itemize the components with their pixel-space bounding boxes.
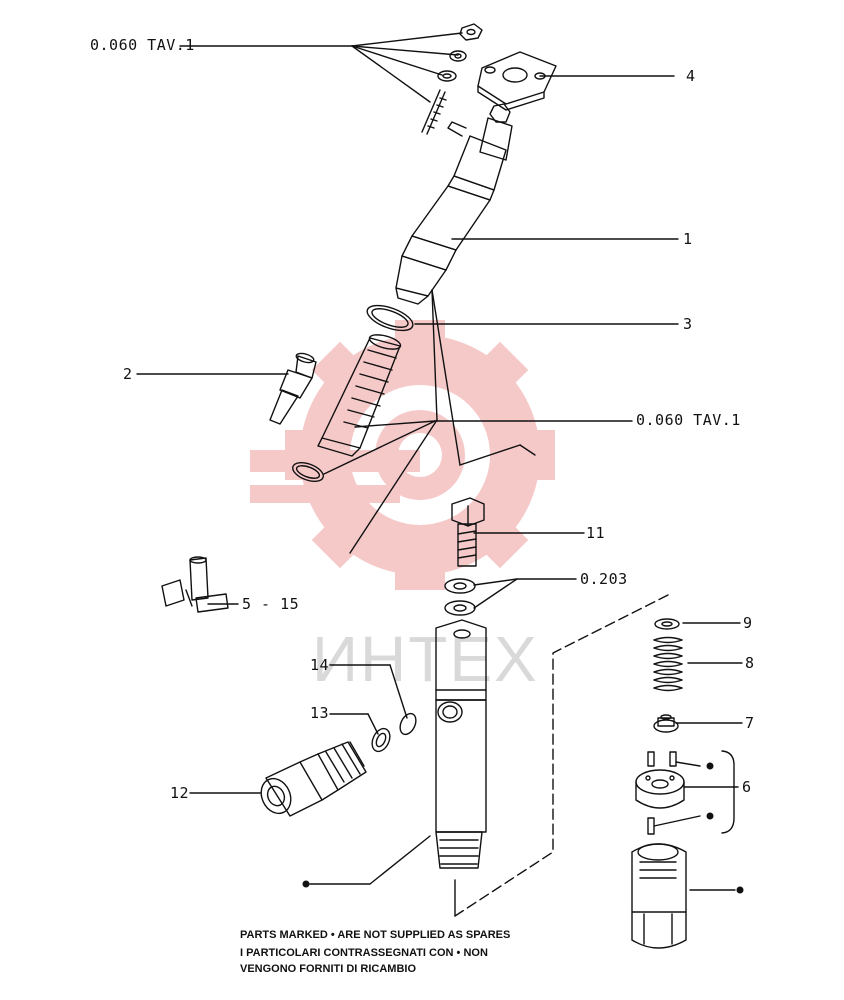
callout-item-4: 4 (686, 67, 696, 85)
callout-item-7: 7 (745, 714, 755, 732)
callout-item-14: 14 (310, 656, 330, 674)
callout-ref-top: 0.060 TAV.1 (90, 36, 195, 54)
callout-item-12: 12 (170, 784, 190, 802)
callout-item-9: 9 (743, 614, 753, 632)
callout-item-2: 2 (123, 365, 133, 383)
callout-item-8: 8 (745, 654, 755, 672)
callout-ref-0203: 0.203 (580, 570, 628, 588)
callout-item-5-15: 5 - 15 (242, 595, 300, 613)
spares-note-line-1: PARTS MARKED • ARE NOT SUPPLIED AS SPARE… (240, 929, 511, 941)
callout-item-11: 11 (586, 524, 606, 542)
spares-note-line-2: I PARTICOLARI CONTRASSEGNATI CON • NON (240, 947, 488, 959)
spares-note-line-3: VENGONO FORNITI DI RICAMBIO (240, 963, 416, 975)
callout-ref-mid: 0.060 TAV.1 (636, 411, 741, 429)
callout-item-3: 3 (683, 315, 693, 333)
callout-item-6: 6 (742, 778, 752, 796)
watermark-text: ИНТЕХ (312, 623, 539, 695)
callout-item-13: 13 (310, 704, 330, 722)
callout-item-1: 1 (683, 230, 693, 248)
